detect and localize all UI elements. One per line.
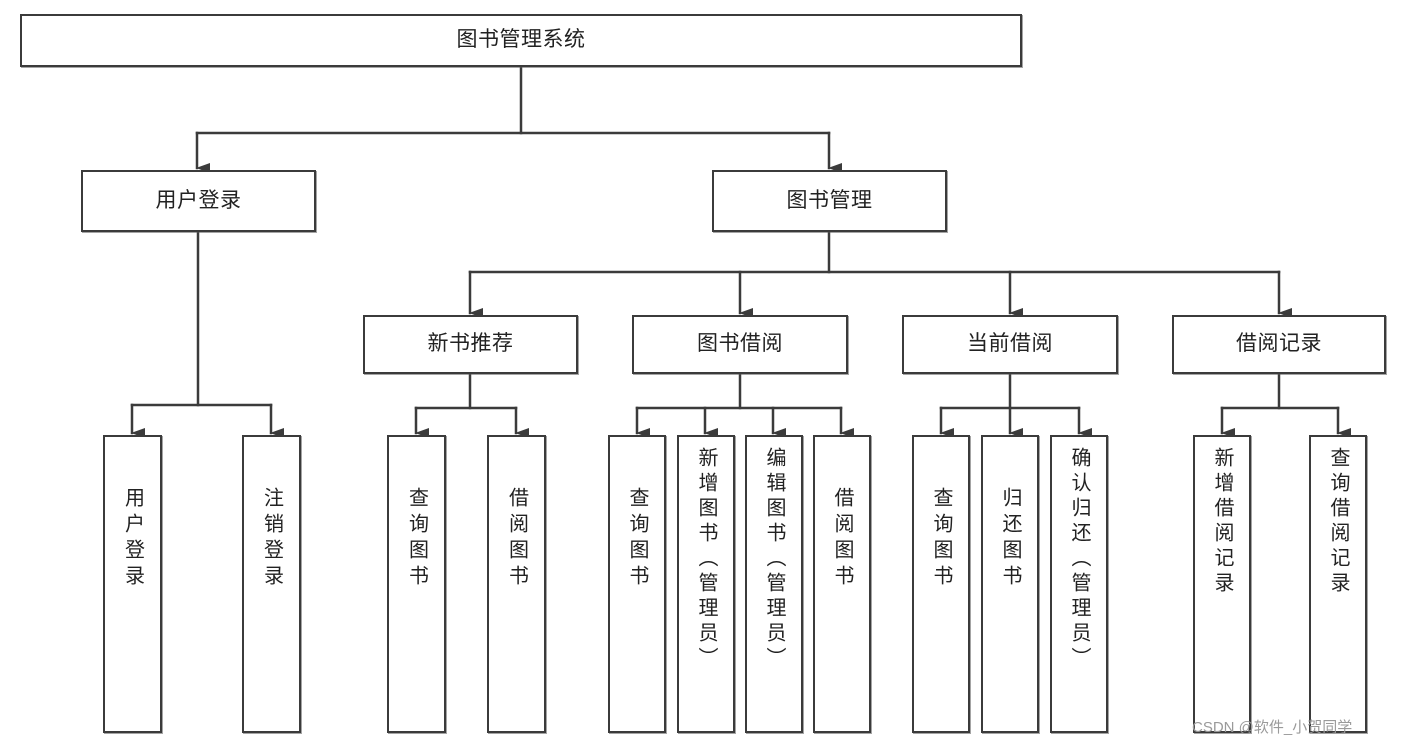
node-leaf-query-book-a-label: 查询图书 bbox=[405, 487, 428, 591]
node-leaf-query-book-b-label: 查询图书 bbox=[626, 487, 648, 591]
node-book-borrow[interactable]: 图书借阅 bbox=[632, 315, 848, 374]
node-leaf-query-record[interactable]: 查询借阅记录 bbox=[1309, 435, 1367, 733]
node-book-manage-label: 图书管理 bbox=[786, 188, 873, 212]
node-new-book-rec[interactable]: 新书推荐 bbox=[363, 315, 578, 374]
node-leaf-logout-label: 注销登录 bbox=[260, 487, 283, 591]
node-leaf-add-book-label: 新增图书（管理员） bbox=[695, 447, 717, 672]
node-leaf-query-book-b[interactable]: 查询图书 bbox=[608, 435, 666, 733]
node-leaf-borrow-book-a[interactable]: 借阅图书 bbox=[487, 435, 546, 733]
node-root-label: 图书管理系统 bbox=[456, 28, 586, 52]
node-leaf-borrow-book-a-label: 借阅图书 bbox=[505, 487, 528, 591]
node-leaf-add-book[interactable]: 新增图书（管理员） bbox=[677, 435, 735, 733]
node-leaf-query-record-label: 查询借阅记录 bbox=[1327, 447, 1349, 597]
node-leaf-query-book-c-label: 查询图书 bbox=[930, 487, 952, 591]
csdn-watermark: CSDN @软件_小贺同学 bbox=[1192, 719, 1353, 736]
node-user-login-label: 用户登录 bbox=[155, 188, 242, 212]
node-leaf-return-book-label: 归还图书 bbox=[999, 487, 1021, 591]
node-book-borrow-label: 图书借阅 bbox=[697, 332, 783, 356]
node-leaf-borrow-book-b-label: 借阅图书 bbox=[831, 487, 853, 591]
node-leaf-confirm-return[interactable]: 确认归还（管理员） bbox=[1050, 435, 1108, 733]
node-book-manage[interactable]: 图书管理 bbox=[712, 170, 947, 232]
node-new-book-rec-label: 新书推荐 bbox=[427, 332, 514, 356]
node-leaf-add-record-label: 新增借阅记录 bbox=[1211, 447, 1233, 597]
node-leaf-user-login[interactable]: 用户登录 bbox=[103, 435, 162, 733]
node-leaf-edit-book[interactable]: 编辑图书（管理员） bbox=[745, 435, 803, 733]
node-leaf-confirm-return-label: 确认归还（管理员） bbox=[1068, 447, 1090, 672]
node-borrow-record[interactable]: 借阅记录 bbox=[1172, 315, 1386, 374]
node-leaf-user-login-label: 用户登录 bbox=[121, 487, 144, 591]
node-root[interactable]: 图书管理系统 bbox=[20, 14, 1022, 67]
node-borrow-record-label: 借阅记录 bbox=[1236, 332, 1322, 356]
node-user-login[interactable]: 用户登录 bbox=[81, 170, 316, 232]
node-leaf-query-book-c[interactable]: 查询图书 bbox=[912, 435, 970, 733]
node-leaf-query-book-a[interactable]: 查询图书 bbox=[387, 435, 446, 733]
node-leaf-return-book[interactable]: 归还图书 bbox=[981, 435, 1039, 733]
node-leaf-edit-book-label: 编辑图书（管理员） bbox=[763, 447, 785, 672]
node-current-borrow[interactable]: 当前借阅 bbox=[902, 315, 1118, 374]
node-current-borrow-label: 当前借阅 bbox=[967, 332, 1053, 356]
node-leaf-logout[interactable]: 注销登录 bbox=[242, 435, 301, 733]
node-leaf-borrow-book-b[interactable]: 借阅图书 bbox=[813, 435, 871, 733]
node-leaf-add-record[interactable]: 新增借阅记录 bbox=[1193, 435, 1251, 733]
